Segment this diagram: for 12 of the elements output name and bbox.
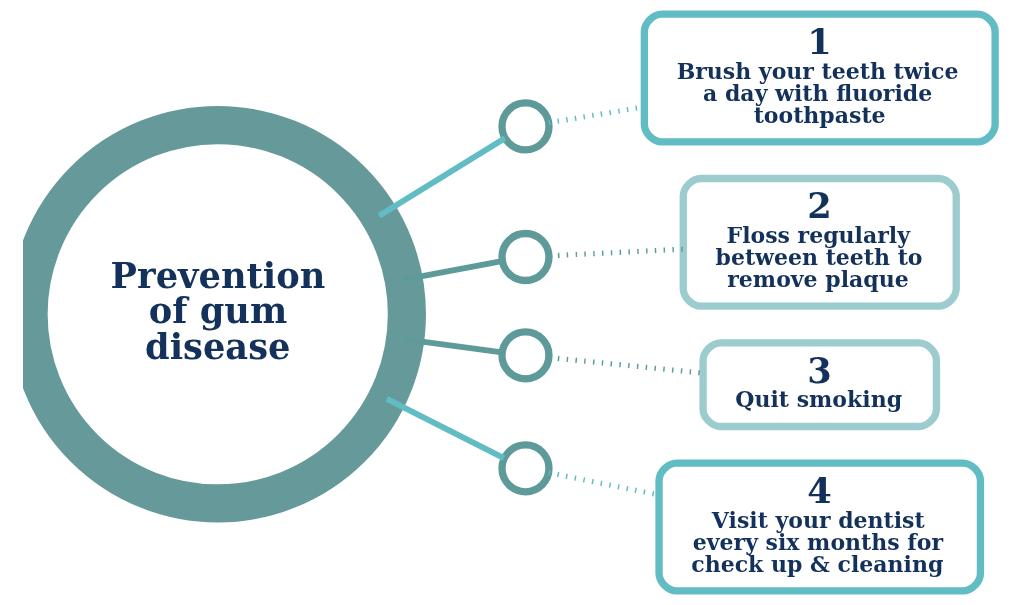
node-box: 3 Quit smoking: [699, 339, 941, 431]
connector: [385, 396, 506, 461]
node-circle: [498, 99, 553, 154]
node-box: 1 Brush your teeth twice a day with fluoride toothpaste: [640, 10, 999, 146]
node-circle: [498, 441, 553, 496]
node-box: 2 Floss regularly between teeth to remove plaque: [679, 174, 960, 310]
connector: [377, 135, 507, 219]
node-circle: [498, 328, 553, 383]
node-circle: Prevention of gum disease: [23, 106, 426, 523]
connector: [403, 258, 503, 283]
node-circle: [498, 229, 553, 285]
node-box: 4 Visit your dentist every six months for check up & cleaning: [655, 459, 985, 595]
